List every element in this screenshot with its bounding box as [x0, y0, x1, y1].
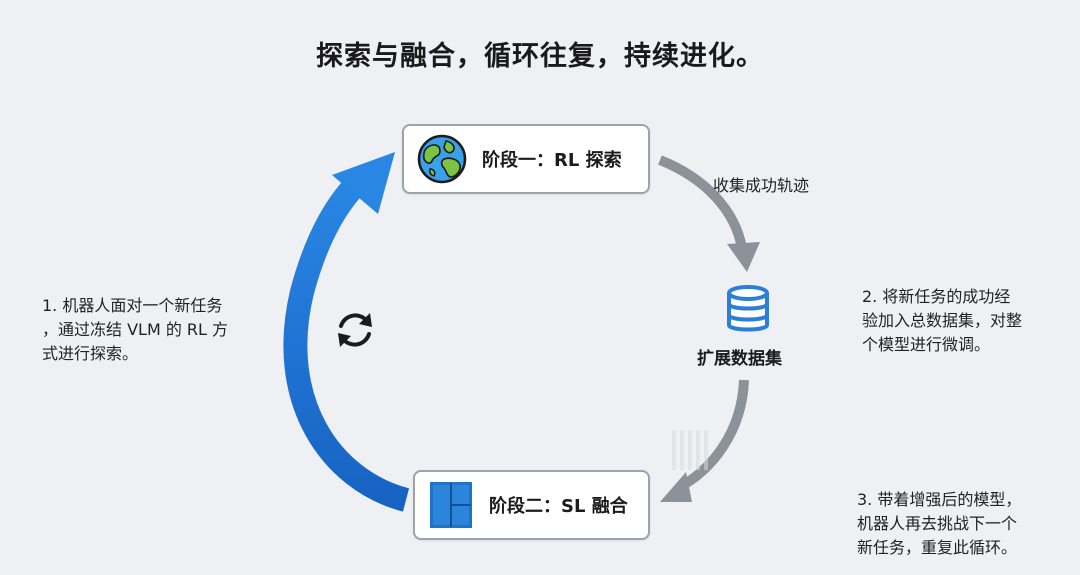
note-step3-line: 3. 带着增强后的模型， [857, 490, 1022, 509]
blue-panel-icon [429, 481, 473, 529]
stage2-node: 阶段二：SL 融合 [413, 470, 650, 540]
note-step1-line: 式进行探索。 [42, 344, 139, 363]
stage1-label: 阶段一：RL 探索 [482, 150, 622, 171]
note-step1-line: ，通过冻结 VLM 的 RL 方 [42, 320, 229, 339]
note-step3: 3. 带着增强后的模型， 机器人再去挑战下一个 新任务，重复此循环。 [857, 488, 1067, 560]
motion-trail [672, 430, 708, 470]
note-step2-line: 验加入总数据集，对整 [862, 311, 1023, 330]
diagram-title: 探索与融合，循环往复，持续进化。 [316, 41, 764, 72]
gray-arrow-head-1 [727, 242, 760, 272]
database-icon [725, 283, 771, 335]
dataset-label: 扩展数据集 [697, 349, 782, 369]
note-step2-line: 2. 将新任务的成功经 [862, 287, 1011, 306]
note-step2-line: 个模型进行微调。 [862, 335, 991, 354]
gray-arrow-to-stage2 [675, 379, 749, 493]
stage2-label: 阶段二：SL 融合 [489, 496, 628, 517]
note-step3-line: 机器人再去挑战下一个 [857, 514, 1018, 533]
gray-arrow-to-dataset [658, 155, 747, 250]
globe-icon [416, 133, 468, 185]
collect-trajectories-label: 收集成功轨迹 [713, 176, 810, 195]
note-step1-line: 1. 机器人面对一个新任务 [42, 296, 223, 315]
note-step3-line: 新任务，重复此循环。 [857, 538, 1018, 557]
note-step2: 2. 将新任务的成功经 验加入总数据集，对整 个模型进行微调。 [862, 285, 1062, 357]
stage1-node: 阶段一：RL 探索 [402, 124, 650, 194]
blue-arrow-head [332, 152, 395, 214]
blue-return-arrow [283, 171, 410, 512]
gray-arrow-head-2 [660, 472, 692, 502]
cycle-refresh-icon [332, 307, 378, 353]
note-step1: 1. 机器人面对一个新任务 ，通过冻结 VLM 的 RL 方 式进行探索。 [42, 294, 282, 366]
